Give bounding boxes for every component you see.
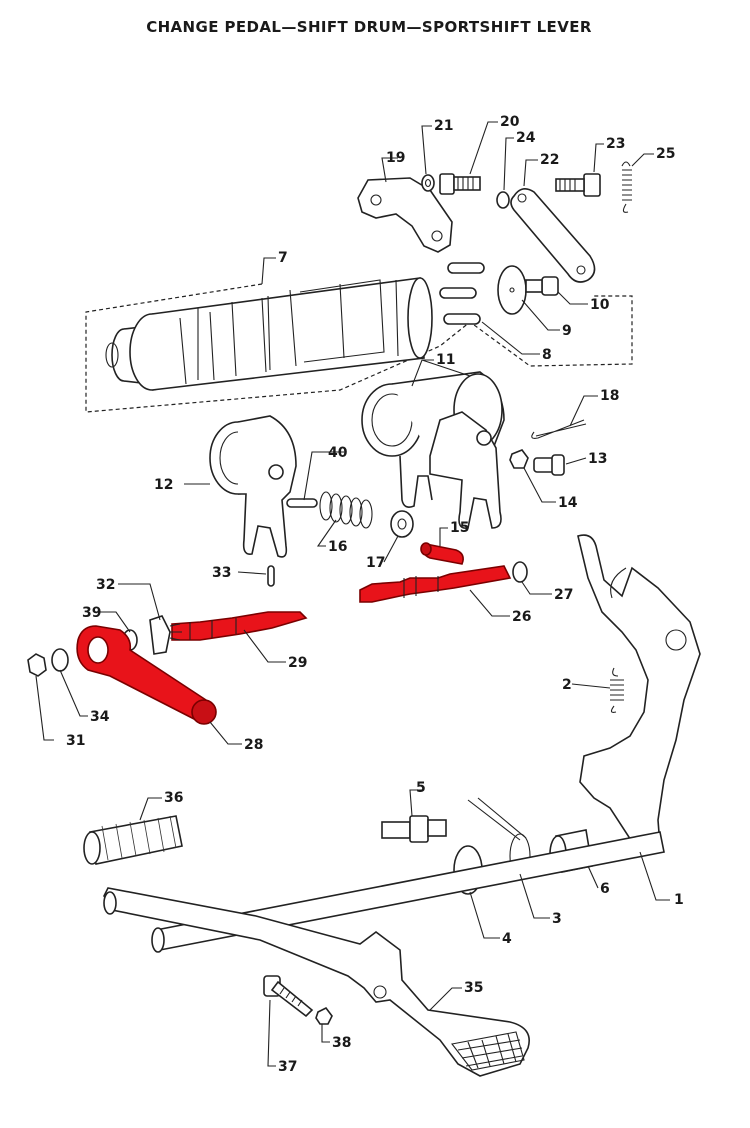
callout-6: 6 [600, 881, 610, 897]
callout-3: 3 [552, 911, 562, 927]
callout-36: 36 [164, 790, 183, 806]
part-37-bolt [263, 975, 314, 1018]
part-24-washer [496, 191, 510, 209]
callout-24: 24 [516, 130, 536, 146]
part-36-pedal-rubber [83, 815, 183, 865]
part-1-bracket-lever [577, 534, 701, 855]
callout-38: 38 [332, 1035, 351, 1051]
callout-2: 2 [562, 677, 572, 693]
callout-19: 19 [386, 150, 405, 166]
callout-12: 12 [154, 477, 173, 493]
callout-33: 33 [212, 565, 231, 581]
part-22-link-lever [510, 188, 596, 283]
part-25-spring [621, 161, 632, 213]
part-7-shift-drum [105, 277, 433, 391]
part-23-bolt [555, 173, 601, 197]
callout-28: 28 [244, 737, 263, 753]
part-29-sportshift-shaft [171, 611, 308, 641]
part-32-clip [149, 615, 182, 655]
callout-26: 26 [512, 609, 531, 625]
part-19-lever [357, 177, 453, 253]
part-12-shift-fork [209, 415, 297, 558]
part-40-pin [286, 498, 318, 508]
callout-35: 35 [464, 980, 483, 996]
part-21-washer [421, 174, 435, 192]
part-38-nut [315, 1006, 333, 1025]
part-18-split-pin [531, 419, 587, 439]
part-16-springs [319, 491, 373, 529]
callout-10: 10 [590, 297, 610, 313]
callout-22: 22 [540, 152, 559, 168]
callout-20: 20 [500, 114, 520, 130]
part-3-spring-clip [467, 797, 531, 879]
part-31-nut [27, 653, 47, 677]
callout-29: 29 [288, 655, 307, 671]
callout-21: 21 [434, 118, 453, 134]
part-9-plate [497, 265, 527, 315]
part-10-screw [525, 276, 559, 296]
part-13-stud [533, 454, 565, 476]
part-8-pins [439, 262, 485, 325]
part-14-nut [509, 449, 529, 469]
part-27-circlip [512, 561, 528, 583]
callout-13: 13 [588, 451, 607, 467]
part-5-stud [381, 815, 447, 843]
callout-15: 15 [450, 520, 469, 536]
callout-40: 40 [328, 445, 348, 461]
callout-32: 32 [96, 577, 115, 593]
callout-27: 27 [554, 587, 573, 603]
callout-37: 37 [278, 1059, 297, 1075]
callout-39: 39 [82, 605, 101, 621]
callout-25: 25 [656, 146, 675, 162]
part-34-washer [51, 648, 69, 672]
part-17-washer [390, 510, 414, 538]
leader-lines [35, 121, 670, 1067]
callout-4: 4 [502, 931, 512, 947]
diagram-title: CHANGE PEDAL—SHIFT DRUM—SPORTSHIFT LEVER [146, 18, 592, 36]
callout-11: 11 [436, 352, 455, 368]
callout-23: 23 [606, 136, 625, 152]
part-20-bolt [439, 173, 481, 195]
callout-5: 5 [416, 780, 426, 796]
callout-31: 31 [66, 733, 85, 749]
callout-17: 17 [366, 555, 385, 571]
callout-8: 8 [542, 347, 552, 363]
callout-7: 7 [278, 250, 288, 266]
callout-9: 9 [562, 323, 572, 339]
part-26-selector-shaft [359, 565, 512, 603]
callout-34: 34 [90, 709, 110, 725]
part-35-change-pedal [103, 887, 530, 1077]
part-28-sportshift-lever [76, 625, 217, 725]
part-11-shift-fork [361, 371, 505, 529]
callout-14: 14 [558, 495, 578, 511]
change-pedal-shaft [151, 831, 665, 953]
callout-18: 18 [600, 388, 619, 404]
callout-1: 1 [674, 892, 684, 908]
callout-16: 16 [328, 539, 347, 555]
part-33-pin [267, 565, 275, 587]
part-2-spring [610, 667, 624, 713]
callout-labels: 1 2 3 4 5 6 7 8 9 10 11 12 13 14 15 16 1… [66, 114, 684, 1075]
part-15-pin [420, 542, 464, 565]
